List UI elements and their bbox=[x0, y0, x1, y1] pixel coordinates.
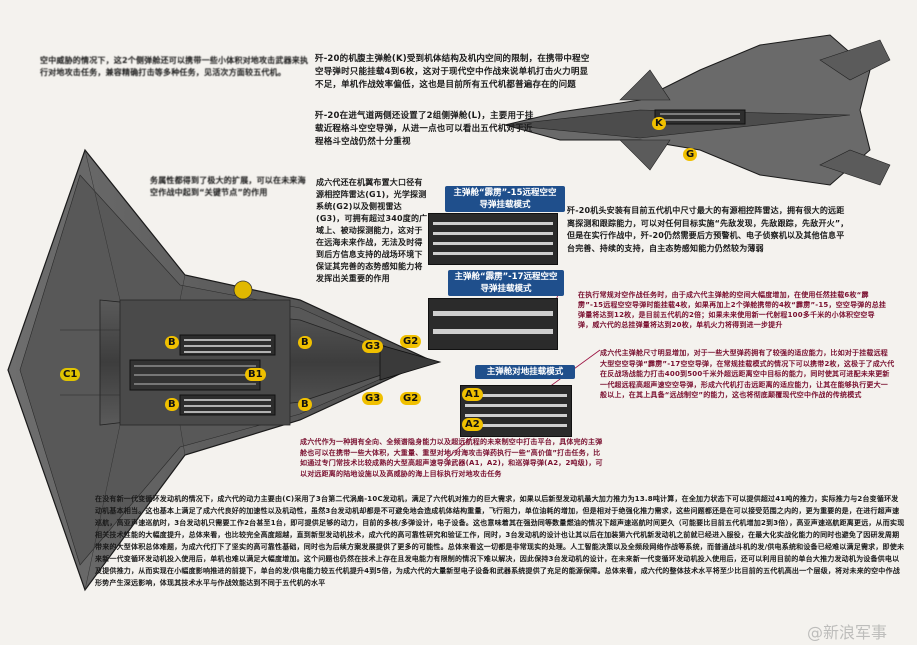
g2-label-bottom: G2 bbox=[400, 392, 422, 405]
watermark: @新浪军事 bbox=[806, 623, 887, 642]
text-engines: 在没有新一代变循环发动机的情况下，成六代的动力主要由(C)采用了3台第二代涡扇-… bbox=[95, 495, 905, 587]
text-sensors: 成六代还在机翼布置大口径有源相控阵雷达(G1)，光学探测系统(G2)以及侧视雷达… bbox=[316, 178, 428, 283]
g3-label-bottom: G3 bbox=[362, 392, 384, 405]
main-bay bbox=[129, 359, 261, 391]
text-network-node: 务属性都得到了极大的扩展，可以在未来海空作战中起到“关键节点”的作用 bbox=[150, 176, 306, 197]
side-bay-lower bbox=[179, 394, 276, 416]
sixth-gen-aircraft-top-view bbox=[7, 148, 442, 592]
j20-aircraft-top-view bbox=[504, 34, 891, 186]
emblem-icon bbox=[233, 280, 253, 300]
text-k-bay: 歼-20的机腹主弹舱(K)受到机体结构及机内空间的限制，在携带中程空空导弹时只能… bbox=[315, 54, 590, 90]
text-top-left: 空中威胁的情况下，这2个侧弹舱还可以携带一些小体积对地攻击武器来执行对地攻击任务… bbox=[40, 56, 309, 77]
text-l-bay: 歼-20在进气道两侧还设置了2组侧弹舱(L)，主要用于挂载近程格斗空空导弹，从进… bbox=[315, 111, 534, 147]
a2-label: A2 bbox=[462, 418, 483, 431]
a1-label: A1 bbox=[462, 388, 483, 401]
text-ground-attack: 成六代作为一种拥有全向、全频谱隐身能力以及超远航程的未来制空中打击平台，具体完的… bbox=[300, 438, 603, 478]
side-bay-upper bbox=[179, 334, 276, 356]
panel-pl15-title: 主弹舱“霹雳”-15远程空空导弹挂载模式 bbox=[445, 186, 565, 212]
g3-label-top: G3 bbox=[362, 340, 384, 353]
text-pl15-load: 在执行常规对空作战任务时，由于成六代主弹舱的空间大幅度增加，在使用任然挂载6枚“… bbox=[578, 291, 887, 329]
b-label-lower-right: B bbox=[298, 398, 312, 411]
b-label-upper-left: B bbox=[165, 336, 179, 349]
c1-label: C1 bbox=[60, 368, 81, 381]
b1-label: B1 bbox=[245, 368, 266, 381]
panel-pl17-bay bbox=[428, 298, 558, 350]
text-pl17-load: 成六代主弹舱尺寸明显增加，对于一些大型弹药拥有了较强的适应能力，比如对于挂载远程… bbox=[600, 349, 895, 399]
panel-pl17-title: 主弹舱“霹雳”-17远程空空导弹挂载模式 bbox=[448, 270, 564, 296]
b-label-upper-right: B bbox=[298, 336, 312, 349]
k-label-j20: K bbox=[652, 117, 666, 130]
g-label-j20: G bbox=[683, 148, 698, 161]
text-j20-radar: 歼-20机头安装有目前五代机中尺寸最大的有源相控阵雷达，拥有很大的远距离探测和跟… bbox=[567, 206, 849, 253]
panel-ground-title: 主弹舱对地挂载模式 bbox=[475, 365, 575, 379]
g2-label-top: G2 bbox=[400, 335, 422, 348]
b-label-lower-left: B bbox=[165, 398, 179, 411]
panel-pl15-bay bbox=[428, 213, 558, 265]
